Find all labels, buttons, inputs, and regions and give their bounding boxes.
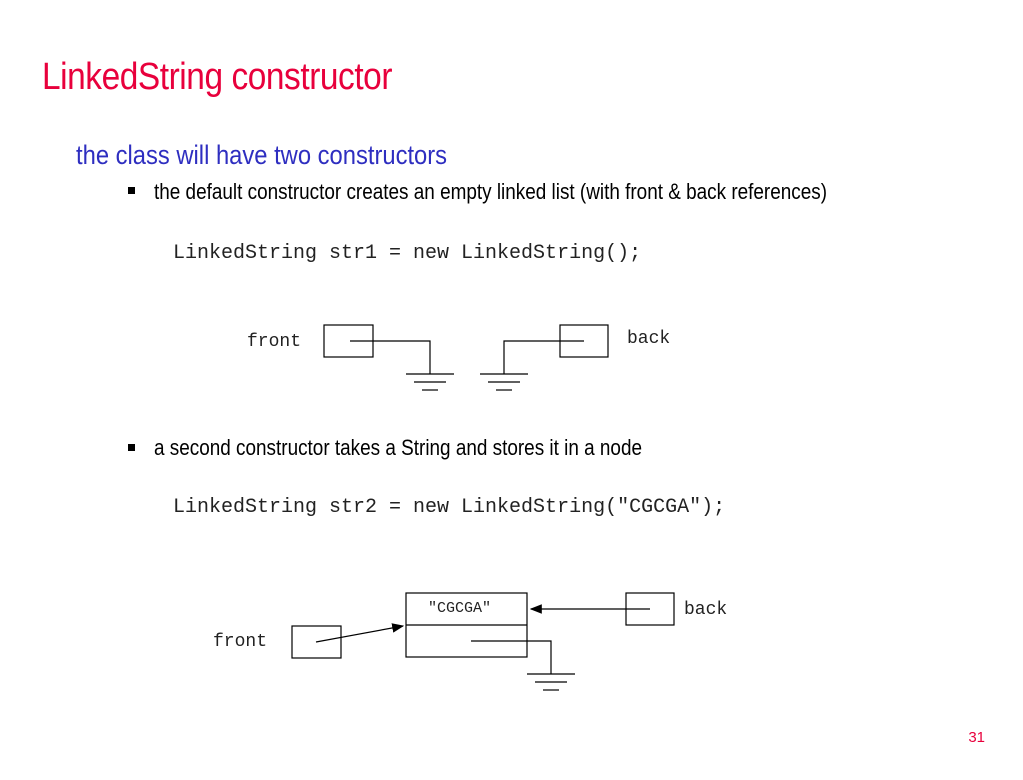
back-label: back <box>684 600 728 620</box>
slide-title: LinkedString constructor <box>42 56 393 98</box>
node-next-null-link <box>471 640 552 674</box>
front-null-link <box>350 340 431 374</box>
one-node-list-diagram <box>291 592 675 691</box>
code-line-str2: LinkedString str2 = new LinkedString("CG… <box>173 496 726 519</box>
empty-list-diagram <box>323 324 609 391</box>
bullet-second-constructor: a second constructor takes a String and … <box>154 435 642 460</box>
bullet-default-constructor: the default constructor creates an empty… <box>154 179 828 204</box>
bullet-marker <box>128 187 135 194</box>
subtitle: the class will have two constructors <box>76 140 448 170</box>
page-number: 31 <box>968 729 985 746</box>
front-reference-box <box>291 625 342 659</box>
front-label: front <box>247 332 302 352</box>
bullet-marker <box>128 444 135 451</box>
code-line-str1: LinkedString str1 = new LinkedString(); <box>173 242 642 265</box>
front-label: front <box>213 632 268 652</box>
back-label: back <box>627 329 671 349</box>
node-value: "CGCGA" <box>428 600 492 617</box>
back-null-link <box>503 340 584 374</box>
front-arrow <box>315 623 405 643</box>
